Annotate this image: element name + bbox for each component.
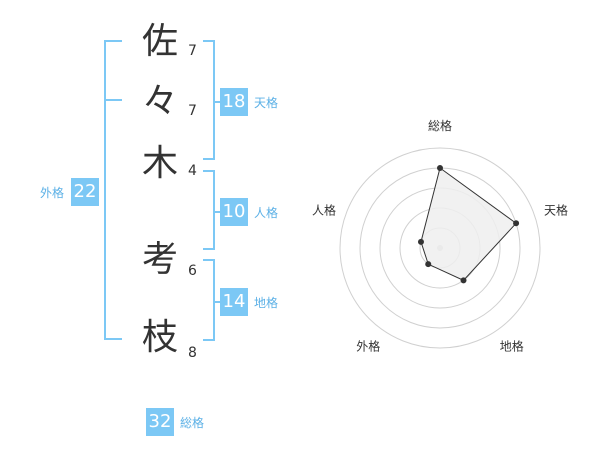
radar-axis-label-3: 地格 [500,339,524,354]
radar-point-1 [437,165,443,171]
chikaku-value-badge: 14 [220,288,248,316]
jinkaku-value-badge: 10 [220,198,248,226]
radar-point-5 [417,238,424,245]
stroke-count-3: 4 [188,163,197,179]
soukaku-value-badge: 32 [146,408,174,436]
radar-axis-label-1: 総格 [428,118,452,133]
soukaku-label: 総格 [180,416,205,430]
chikaku-label: 地格 [254,296,279,310]
stroke-count-1: 7 [188,43,197,59]
radar-axis-label-5: 人格 [312,202,336,217]
stroke-count-4: 6 [188,263,197,279]
radar-series-polygon [420,167,517,281]
stroke-count-2: 7 [188,103,197,119]
gaikaku-value-badge: 22 [71,178,99,206]
jinkaku-label: 人格 [254,206,279,220]
tenkaku-label: 天格 [254,96,279,110]
name-char-5: 枝 [141,317,178,358]
name-char-4: 考 [141,239,178,280]
tenkaku-value-badge: 18 [220,88,248,116]
radar-point-3 [460,277,467,284]
stroke-count-5: 8 [188,345,197,361]
radar-axis-label-2: 天格 [544,202,568,217]
radar-point-2 [513,220,520,227]
radar-ring-5 [339,147,541,349]
name-char-2: 々 [141,81,178,122]
radar-axis-label-4: 外格 [356,339,380,354]
radar-point-4 [425,261,432,268]
gaikaku-label: 外格 [40,186,65,200]
name-char-1: 佐 [141,21,178,62]
name-char-3: 木 [141,143,178,184]
